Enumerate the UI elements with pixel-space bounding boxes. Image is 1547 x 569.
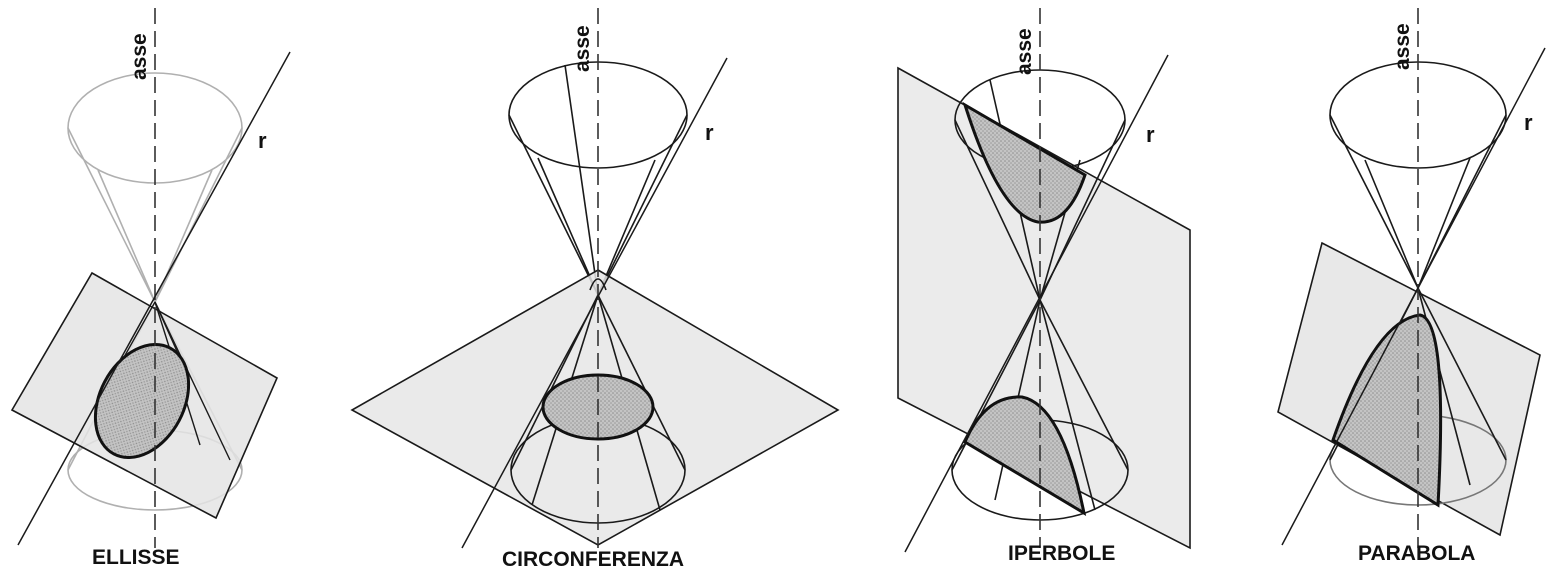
parabola-section (1331, 313, 1443, 508)
generatrix-r (904, 54, 1169, 553)
axis-label: asse (1391, 23, 1414, 70)
caption: PARABOLA (1358, 542, 1475, 565)
axis-label: asse (1013, 28, 1036, 75)
axis-label: asse (571, 25, 594, 72)
caption: CIRCONFERENZA (502, 548, 684, 569)
caption: ELLISSE (92, 546, 180, 569)
ellipse-section (93, 342, 191, 460)
panel-parabola: asse r PARABOLA (1277, 8, 1546, 565)
panel-ellisse: asse r ELLISSE (10, 8, 291, 569)
hyperbola-branch-upper (962, 101, 1087, 224)
upper-nappe (508, 61, 688, 296)
r-label: r (258, 128, 267, 153)
hyperbola-branch-lower (963, 395, 1087, 517)
generatrix-r (461, 57, 728, 549)
panel-iperbole: asse r IPERBOLE (897, 8, 1191, 565)
generatrix-r (1281, 47, 1546, 546)
axis-label: asse (128, 33, 151, 80)
panel-circonferenza: asse r CIRCONFERENZA (350, 8, 840, 569)
generatrix-r (17, 51, 291, 546)
r-label: r (1524, 110, 1533, 135)
r-label: r (705, 120, 714, 145)
r-label: r (1146, 122, 1155, 147)
caption: IPERBOLE (1008, 542, 1115, 565)
